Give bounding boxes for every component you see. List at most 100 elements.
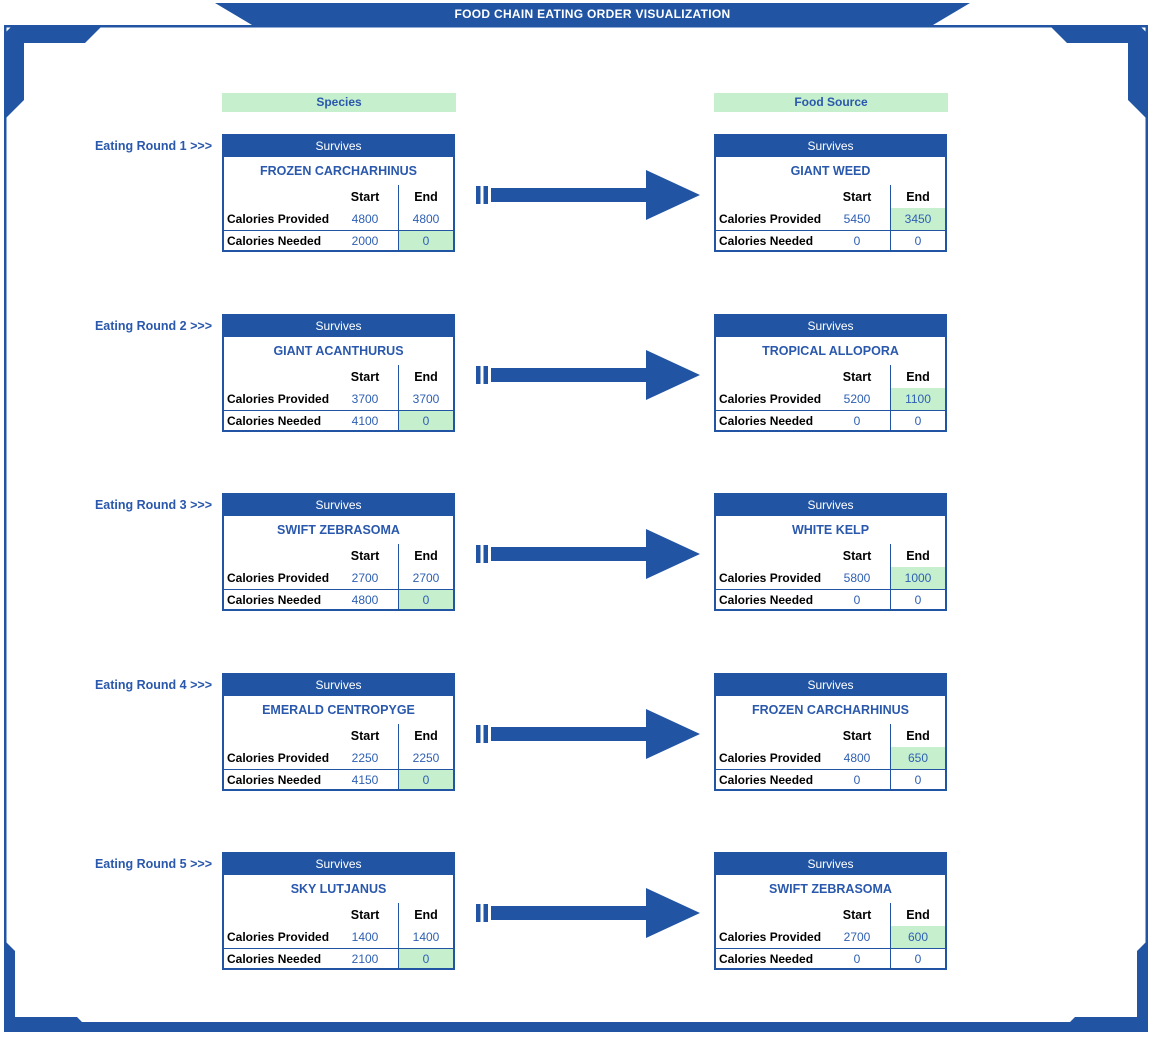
food-source-table: Survives GIANT WEED Start End Calories P… bbox=[714, 134, 947, 252]
end-column-header: End bbox=[398, 365, 453, 388]
start-column-header: Start bbox=[350, 189, 380, 204]
food-source-table: Survives SWIFT ZEBRASOMA Start End Calor… bbox=[714, 852, 947, 970]
start-column-header: Start bbox=[842, 189, 872, 204]
calories-needed-label: Calories Needed bbox=[716, 230, 824, 250]
end-column-header: End bbox=[890, 185, 945, 208]
food-source-survives-status: Survives bbox=[716, 316, 945, 337]
end-column-header: End bbox=[890, 544, 945, 567]
round-label: Eating Round 1 >>> bbox=[94, 139, 212, 153]
calories-needed-label: Calories Needed bbox=[716, 769, 824, 789]
food-source-calories-grid: Start End Calories Provided 5800 1000 Ca… bbox=[716, 544, 945, 609]
end-column-header: End bbox=[890, 903, 945, 926]
start-column-header: Start bbox=[842, 548, 872, 563]
species-calories-provided-start: 2700 bbox=[351, 571, 379, 585]
spacer-cell bbox=[224, 544, 332, 567]
spacer-cell bbox=[224, 724, 332, 747]
species-calories-needed-start: 4150 bbox=[332, 769, 398, 789]
food-source-calories-needed-start: 0 bbox=[824, 230, 890, 250]
food-source-calories-needed-end: 0 bbox=[890, 230, 945, 250]
corner-accent-bottom-right bbox=[1062, 940, 1148, 1030]
food-source-calories-needed-end: 0 bbox=[890, 769, 945, 789]
round-label: Eating Round 2 >>> bbox=[94, 319, 212, 333]
food-source-name: WHITE KELP bbox=[791, 523, 870, 537]
food-source-table: Survives WHITE KELP Start End Calories P… bbox=[714, 493, 947, 611]
species-calories-grid: Start End Calories Provided 3700 3700 Ca… bbox=[224, 365, 453, 430]
species-survives-status: Survives bbox=[224, 495, 453, 516]
corner-accent-top-left bbox=[4, 25, 103, 118]
calories-needed-label: Calories Needed bbox=[224, 230, 332, 250]
food-source-calories-provided-start: 5800 bbox=[843, 571, 871, 585]
species-calories-provided-end: 4800 bbox=[398, 208, 453, 230]
spacer-cell bbox=[224, 185, 332, 208]
calories-needed-label: Calories Needed bbox=[224, 410, 332, 430]
food-source-calories-provided-start: 5450 bbox=[843, 212, 871, 226]
round-label: Eating Round 5 >>> bbox=[94, 857, 212, 871]
food-source-table: Survives TROPICAL ALLOPORA Start End Cal… bbox=[714, 314, 947, 432]
calories-needed-label: Calories Needed bbox=[224, 948, 332, 968]
food-source-calories-provided-end-highlighted: 600 bbox=[890, 926, 945, 948]
food-source-calories-grid: Start End Calories Provided 2700 600 Cal… bbox=[716, 903, 945, 968]
food-source-calories-grid: Start End Calories Provided 5450 3450 Ca… bbox=[716, 185, 945, 250]
eating-round: Eating Round 4 >>> Survives EMERALD CENT… bbox=[0, 673, 1152, 795]
species-calories-provided-start: 3700 bbox=[351, 392, 379, 406]
start-column-header: Start bbox=[350, 548, 380, 563]
species-table: Survives EMERALD CENTROPYGE Start End Ca… bbox=[222, 673, 455, 791]
food-source-table: Survives FROZEN CARCHARHINUS Start End C… bbox=[714, 673, 947, 791]
calories-provided-label: Calories Provided bbox=[719, 571, 822, 585]
eats-arrow-icon bbox=[476, 709, 700, 759]
species-name: SKY LUTJANUS bbox=[290, 882, 387, 896]
calories-provided-label: Calories Provided bbox=[719, 930, 822, 944]
species-calories-needed-start: 4100 bbox=[332, 410, 398, 430]
calories-needed-label: Calories Needed bbox=[716, 589, 824, 609]
species-calories-grid: Start End Calories Provided 2700 2700 Ca… bbox=[224, 544, 453, 609]
eats-arrow-icon bbox=[476, 529, 700, 579]
species-survives-status: Survives bbox=[224, 316, 453, 337]
food-source-calories-needed-end: 0 bbox=[890, 589, 945, 609]
species-calories-provided-end: 2250 bbox=[398, 747, 453, 769]
eating-round: Eating Round 2 >>> Survives GIANT ACANTH… bbox=[0, 314, 1152, 436]
food-source-calories-grid: Start End Calories Provided 4800 650 Cal… bbox=[716, 724, 945, 789]
species-column-header: Species bbox=[222, 93, 456, 112]
calories-provided-label: Calories Provided bbox=[719, 212, 822, 226]
spacer-cell bbox=[716, 185, 824, 208]
eating-round: Eating Round 5 >>> Survives SKY LUTJANUS… bbox=[0, 852, 1152, 974]
start-column-header: Start bbox=[842, 369, 872, 384]
species-calories-grid: Start End Calories Provided 1400 1400 Ca… bbox=[224, 903, 453, 968]
spacer-cell bbox=[716, 903, 824, 926]
food-source-calories-provided-end-highlighted: 3450 bbox=[890, 208, 945, 230]
end-column-header: End bbox=[398, 185, 453, 208]
species-name: FROZEN CARCHARHINUS bbox=[260, 164, 417, 178]
food-source-name: SWIFT ZEBRASOMA bbox=[769, 882, 892, 896]
calories-provided-label: Calories Provided bbox=[227, 212, 330, 226]
food-source-calories-provided-end-highlighted: 650 bbox=[890, 747, 945, 769]
calories-needed-label: Calories Needed bbox=[716, 948, 824, 968]
food-source-calories-needed-end: 0 bbox=[890, 410, 945, 430]
spacer-cell bbox=[224, 903, 332, 926]
food-source-calories-provided-end-highlighted: 1100 bbox=[890, 388, 945, 410]
species-calories-provided-start: 4800 bbox=[351, 212, 379, 226]
species-calories-provided-start: 2250 bbox=[351, 751, 379, 765]
calories-needed-label: Calories Needed bbox=[224, 769, 332, 789]
end-column-header: End bbox=[398, 544, 453, 567]
species-name: EMERALD CENTROPYGE bbox=[262, 703, 415, 717]
species-table: Survives SWIFT ZEBRASOMA Start End Calor… bbox=[222, 493, 455, 611]
eating-round: Eating Round 1 >>> Survives FROZEN CARCH… bbox=[0, 134, 1152, 256]
species-table: Survives GIANT ACANTHURUS Start End Calo… bbox=[222, 314, 455, 432]
species-calories-needed-start: 2000 bbox=[332, 230, 398, 250]
corner-accent-bottom-left bbox=[4, 940, 90, 1030]
food-source-calories-provided-start: 5200 bbox=[843, 392, 871, 406]
food-source-survives-status: Survives bbox=[716, 854, 945, 875]
round-label: Eating Round 4 >>> bbox=[94, 678, 212, 692]
species-name: SWIFT ZEBRASOMA bbox=[277, 523, 400, 537]
species-calories-needed-start: 4800 bbox=[332, 589, 398, 609]
spacer-cell bbox=[716, 365, 824, 388]
species-calories-needed-end-highlighted: 0 bbox=[398, 410, 453, 430]
calories-provided-label: Calories Provided bbox=[719, 392, 822, 406]
calories-provided-label: Calories Provided bbox=[227, 571, 330, 585]
food-source-survives-status: Survives bbox=[716, 136, 945, 157]
start-column-header: Start bbox=[350, 369, 380, 384]
spacer-cell bbox=[716, 544, 824, 567]
round-label: Eating Round 3 >>> bbox=[94, 498, 212, 512]
